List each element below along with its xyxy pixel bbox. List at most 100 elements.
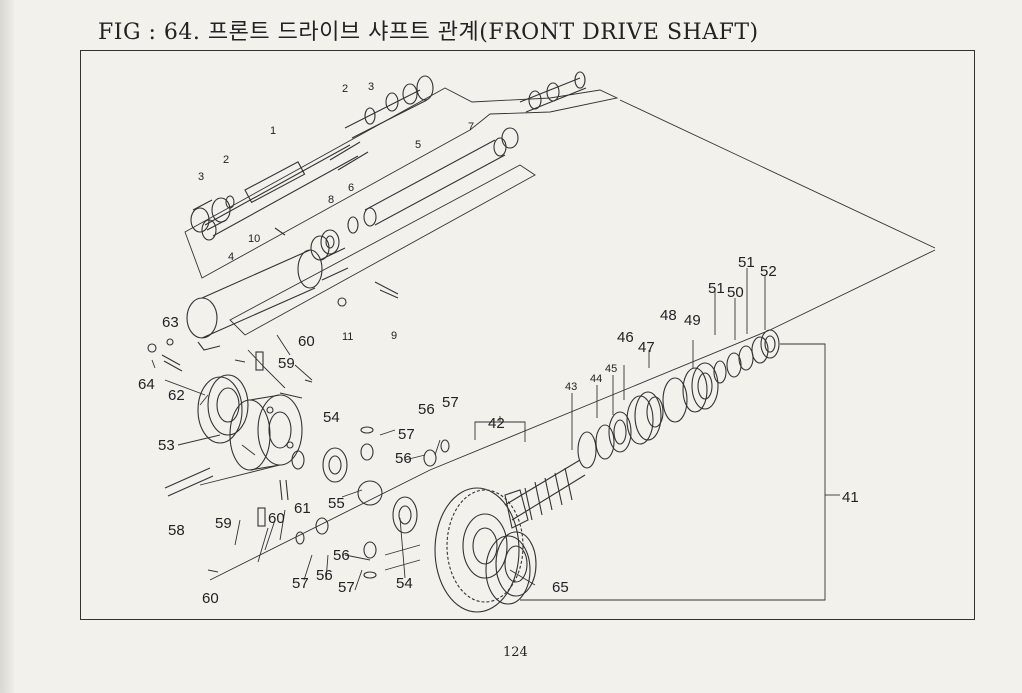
callout-49: 49 — [684, 312, 701, 329]
ring-61 — [291, 450, 305, 470]
shaft-part-1 — [201, 141, 369, 241]
differential-case — [229, 394, 303, 471]
bearing-53 — [197, 374, 249, 444]
washer-57-d — [363, 571, 377, 579]
bearing-65 — [485, 531, 537, 605]
bolt-part-9 — [374, 281, 399, 299]
callout-58: 58 — [168, 522, 185, 539]
callout-64: 64 — [138, 376, 155, 393]
callout-46: 46 — [617, 329, 634, 346]
washer-51 — [713, 360, 727, 384]
cross-55 — [357, 480, 383, 506]
washer-64 — [147, 343, 157, 353]
washer-57-c — [295, 531, 305, 545]
nut-50 — [726, 352, 742, 378]
pin-59-lower — [257, 507, 266, 527]
callout-57: 57 — [292, 575, 309, 592]
pin-60-mid — [279, 479, 289, 501]
callout-labels: 1 2 2 3 3 4 5 6 7 8 9 10 11 41 42 43 44 … — [138, 81, 859, 607]
nut-63 — [166, 338, 174, 346]
callout-2: 2 — [223, 154, 229, 166]
bearing-45 — [608, 411, 632, 453]
pins — [147, 338, 313, 573]
callout-43: 43 — [565, 381, 577, 393]
leader-lines — [151, 99, 936, 601]
callout-56: 56 — [333, 547, 350, 564]
callout-42: 42 — [488, 415, 505, 432]
callout-62: 62 — [168, 387, 185, 404]
callout-48: 48 — [660, 307, 677, 324]
callout-51: 51 — [738, 254, 755, 271]
callout-1: 1 — [270, 125, 276, 137]
callout-59: 59 — [278, 355, 295, 372]
upper-right-shaft — [344, 71, 587, 139]
callout-9: 9 — [391, 330, 397, 342]
nut-52 — [751, 336, 769, 364]
callout-55: 55 — [328, 495, 345, 512]
page-binding-edge — [0, 0, 14, 693]
callout-60: 60 — [298, 333, 315, 350]
callout-60: 60 — [268, 510, 285, 527]
figure-title: FIG : 64. 프론트 드라이브 샤프트 관계(FRONT DRIVE SH… — [98, 20, 759, 45]
tube-part-5 — [363, 127, 519, 227]
spacer-48 — [662, 377, 688, 423]
callout-60: 60 — [202, 590, 219, 607]
callout-57: 57 — [338, 579, 355, 596]
callout-56: 56 — [316, 567, 333, 584]
callout-8: 8 — [328, 194, 334, 206]
callout-63: 63 — [162, 314, 179, 331]
diagram-frame — [80, 50, 975, 620]
side-gear-54-upper — [322, 447, 348, 483]
shaft-58 — [164, 467, 214, 497]
bolt-62 — [161, 354, 183, 372]
callout-54: 54 — [323, 409, 340, 426]
page-number: 124 — [503, 645, 528, 660]
snap-ring-43 — [577, 431, 597, 469]
callout-51: 51 — [708, 280, 725, 297]
pin-60-upper — [304, 379, 313, 383]
differential-gears — [291, 426, 450, 579]
pinion-shaft-42 — [504, 459, 586, 529]
ring-part-6 — [347, 216, 359, 234]
housing-part-4 — [186, 247, 349, 351]
callout-5: 5 — [415, 139, 421, 151]
plug-part-11 — [337, 297, 347, 307]
callout-44: 44 — [590, 373, 602, 385]
callout-41: 41 — [842, 489, 859, 506]
callout-10: 10 — [248, 233, 260, 245]
callout-57: 57 — [398, 426, 415, 443]
callout-3: 3 — [368, 81, 374, 93]
pinion-56-d — [363, 541, 377, 559]
pinion-56-b — [423, 449, 437, 467]
callout-47: 47 — [638, 339, 655, 356]
exploded-parts-diagram: 1 2 2 3 3 4 5 6 7 8 9 10 11 41 42 43 44 … — [138, 71, 936, 613]
housing-part-3 — [190, 197, 231, 233]
bearing-stack — [577, 329, 780, 469]
upper-shaft-assembly — [184, 71, 619, 351]
callout-61: 61 — [294, 500, 311, 517]
ring-gear — [434, 487, 524, 613]
collar-part-8 — [310, 229, 340, 261]
callout-45: 45 — [605, 363, 617, 375]
pin-60-lower — [207, 569, 219, 573]
callout-6: 6 — [348, 182, 354, 194]
callout-7: 7 — [468, 121, 474, 133]
callout-50: 50 — [727, 284, 744, 301]
ring-part-2 — [225, 195, 235, 209]
callout-2: 2 — [342, 83, 348, 95]
pin-59-upper — [255, 351, 264, 371]
callout-11: 11 — [342, 331, 353, 343]
callout-54: 54 — [396, 575, 413, 592]
callout-52: 52 — [760, 263, 777, 280]
callout-56: 56 — [418, 401, 435, 418]
callout-57: 57 — [442, 394, 459, 411]
callout-53: 53 — [158, 437, 175, 454]
washer-57-a — [360, 426, 374, 434]
callout-65: 65 — [552, 579, 569, 596]
callout-56: 56 — [395, 450, 412, 467]
side-gear-54-lower — [392, 496, 418, 534]
bearing-46 — [626, 395, 654, 445]
bearing-49 — [682, 367, 708, 413]
pinion-56-c — [315, 517, 329, 535]
pin-part-10 — [274, 227, 286, 236]
